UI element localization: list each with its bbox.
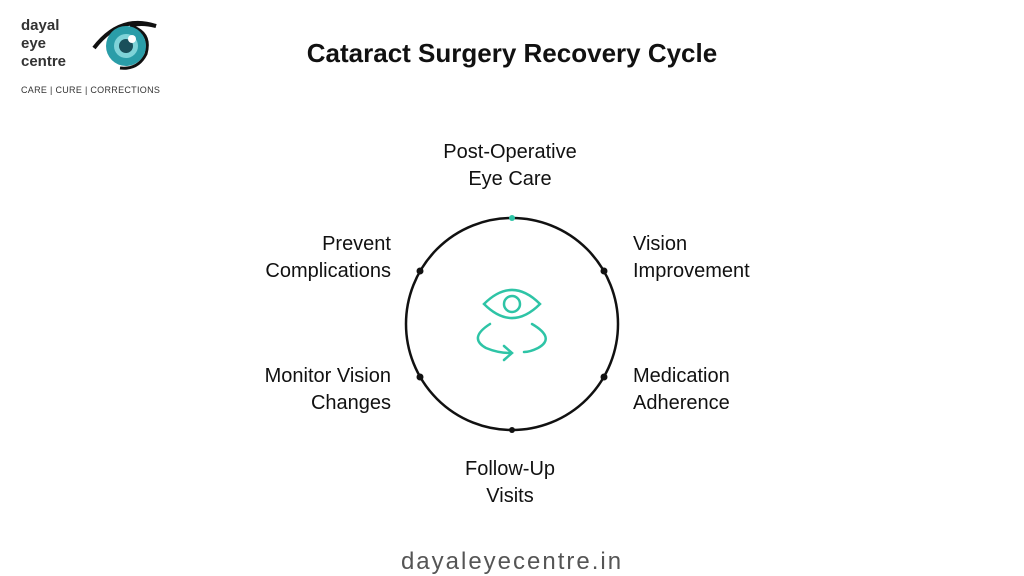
node-dot xyxy=(416,267,424,275)
node-dot xyxy=(416,373,424,381)
stage-label: Eye Care xyxy=(468,168,552,190)
logo-text: dayal eye centre xyxy=(21,17,66,71)
stage-label: Changes xyxy=(310,392,391,414)
stage-label: Vision xyxy=(633,233,688,255)
stage-label: Follow-Up xyxy=(464,458,556,480)
logo-line: eye xyxy=(21,35,47,52)
logo-eye-icon xyxy=(92,20,157,70)
logo-line: dayal xyxy=(21,17,60,34)
stage-label: Medication xyxy=(633,365,730,387)
stage-vision-improvement: Vision Improvement xyxy=(633,231,750,285)
stage-label: Prevent xyxy=(322,233,391,255)
footer-website: dayaleyecentre.in xyxy=(400,548,624,575)
stage-medication-adherence: Medication Adherence xyxy=(633,363,730,417)
stage-label: Visits xyxy=(486,485,534,507)
stage-label: Post-Operative xyxy=(443,141,577,163)
stage-monitor-vision-changes: Monitor Vision Changes xyxy=(151,363,391,417)
stage-prevent-complications: Prevent Complications xyxy=(151,231,391,285)
eye-cycle-icon xyxy=(476,288,547,362)
stage-label: Improvement xyxy=(633,260,750,282)
stage-label: Complications xyxy=(265,260,391,282)
stage-follow-up-visits: Follow-Up Visits xyxy=(390,456,630,510)
logo-line: centre xyxy=(21,53,67,70)
stage-label: Adherence xyxy=(633,392,730,414)
logo-tagline: CARE | CURE | CORRECTIONS xyxy=(21,85,161,95)
node-dot xyxy=(600,373,608,381)
node-dot xyxy=(600,267,608,275)
page-title: Cataract Surgery Recovery Cycle xyxy=(306,38,718,68)
cycle-ring xyxy=(404,216,620,432)
node-dot xyxy=(509,427,515,433)
stage-label: Monitor Vision xyxy=(264,365,391,387)
stage-post-operative-eye-care: Post-Operative Eye Care xyxy=(390,139,630,193)
node-dot xyxy=(509,215,515,221)
